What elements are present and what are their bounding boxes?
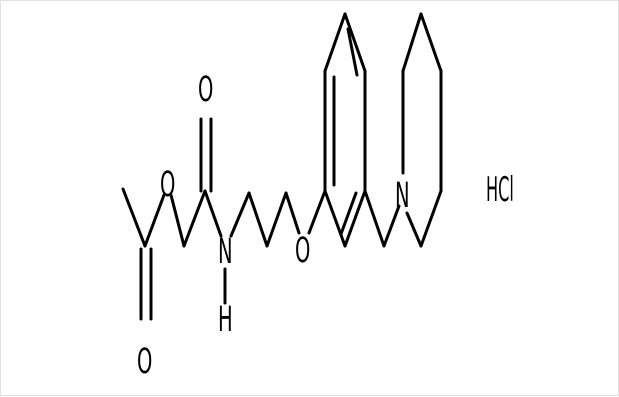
- piperidine-bond-2: [401, 12, 423, 73]
- ring-bond-3-inner: [346, 27, 359, 77]
- atom-label-amide-h: H: [218, 299, 233, 340]
- bond-ester-o-ch2: [169, 193, 186, 248]
- atom-label-ester-carbonyl-o: O: [137, 341, 152, 382]
- ring-bond-6: [323, 189, 347, 248]
- piperidine-bond-3: [419, 12, 443, 73]
- bond-methyl-carbonyl: [121, 187, 147, 248]
- bond-carbonyl-ester-o: [143, 193, 166, 248]
- ring-bond-5: [343, 189, 367, 248]
- bond-amide-carbon-n: [203, 189, 223, 238]
- bond-n-propyl-1: [229, 191, 251, 238]
- bond-propyl-3-ether-o: [284, 191, 301, 235]
- atom-label-piperidine-n: N: [395, 175, 410, 216]
- bond-propyl-1-2: [247, 191, 269, 248]
- bond-ether-o-ring: [307, 189, 327, 235]
- bond-ch2-amide-carbon: [182, 189, 207, 248]
- salt-label-hcl: HCl: [486, 170, 514, 210]
- bond-ring-ch2: [363, 189, 386, 248]
- piperidine-bond-n-right: [405, 211, 423, 248]
- atom-label-amide-n: N: [218, 231, 233, 272]
- bond-ch2-piperidine-n: [382, 204, 401, 248]
- ring-bond-3: [343, 12, 367, 73]
- ring-bond-5-inner: [339, 191, 358, 236]
- atom-label-ester-o: O: [160, 164, 175, 205]
- atom-label-ether-o: O: [295, 230, 310, 271]
- piperidine-bond-5: [419, 189, 443, 248]
- atom-label-amide-carbonyl-o: O: [198, 69, 213, 110]
- ring-bond-2: [323, 12, 347, 73]
- bond-propyl-2-3: [265, 191, 288, 248]
